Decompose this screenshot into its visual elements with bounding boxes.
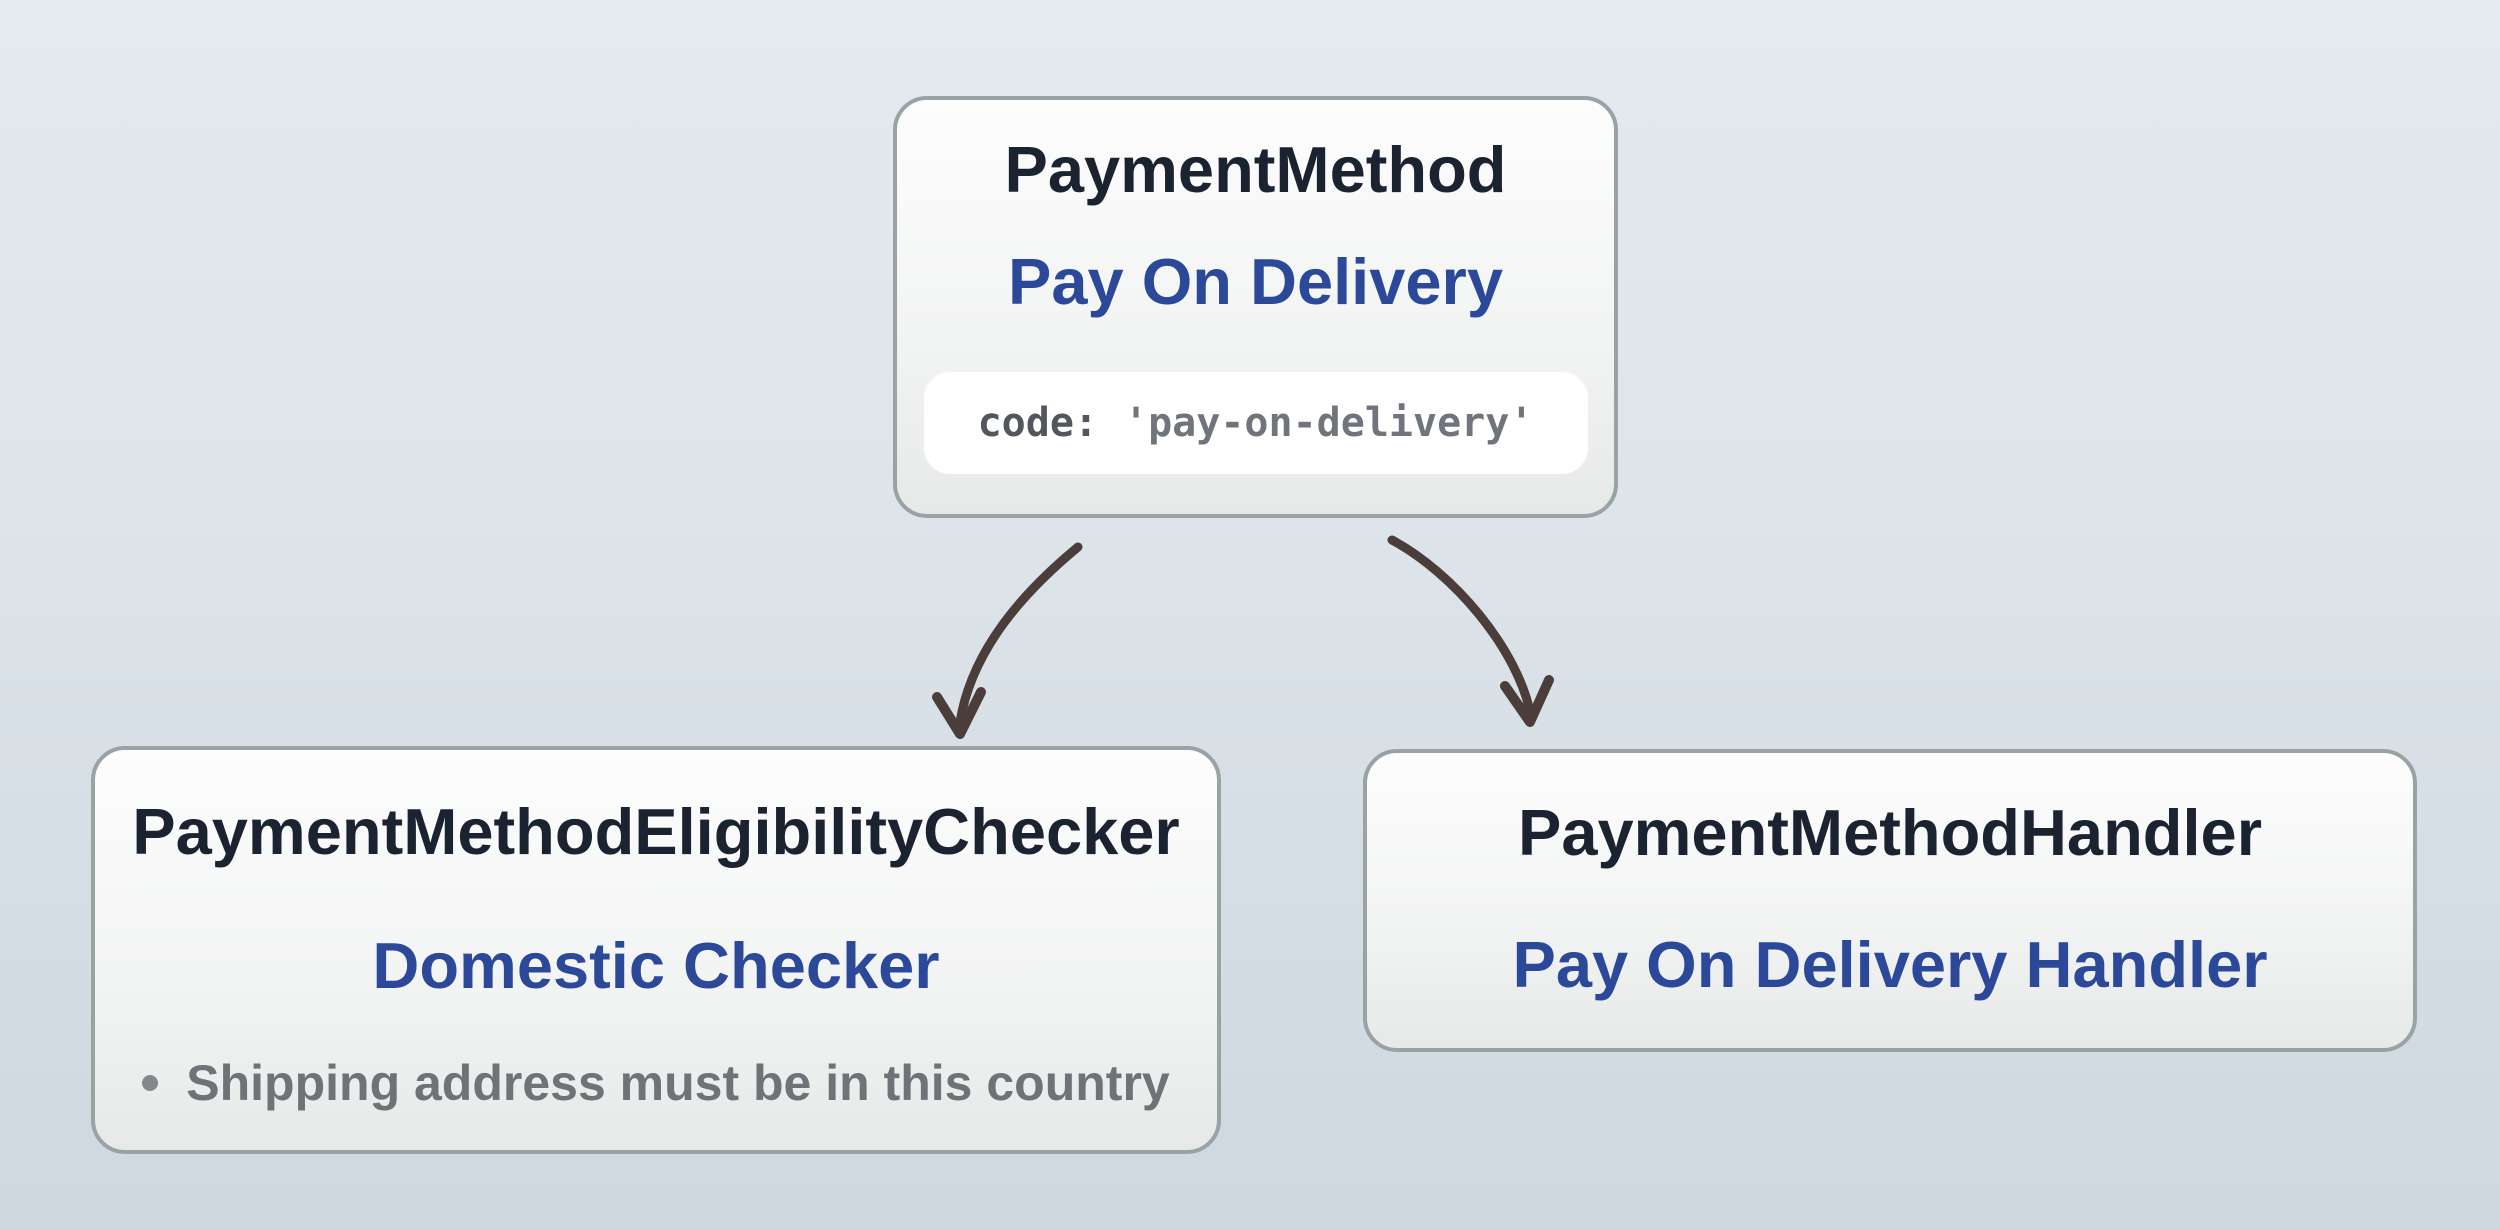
eligibility-rule-item: Shipping address must be in this country — [142, 1054, 1170, 1112]
payment-method-code-badge: code: 'pay-on-delivery' — [923, 372, 1588, 474]
node-payment-method-handler: PaymentMethodHandler Pay On Delivery Han… — [1363, 749, 2417, 1052]
eligibility-rule-text: Shipping address must be in this country — [186, 1055, 1170, 1111]
handler-class-name: PaymentMethodHandler — [1517, 796, 2262, 869]
eligibility-checker-instance-name: Domestic Checker — [372, 929, 940, 1002]
arrow-to-eligibility-checker — [932, 542, 1083, 739]
node-payment-method: PaymentMethod Pay On Delivery code: 'pay… — [893, 96, 1618, 518]
payment-method-instance-name: Pay On Delivery — [1008, 245, 1503, 318]
payment-method-class-name: PaymentMethod — [1004, 133, 1507, 206]
code-value: 'pay-on-delivery' — [1124, 400, 1534, 446]
arrow-to-handler — [1387, 535, 1554, 727]
code-key: code: — [977, 400, 1098, 446]
bullet-dot-icon — [142, 1075, 159, 1091]
eligibility-checker-class-name: PaymentMethodEligibilityChecker — [132, 795, 1180, 868]
arrow-shaft-icon — [1387, 535, 1536, 721]
handler-instance-name: Pay On Delivery Handler — [1512, 928, 2268, 1001]
node-eligibility-checker: PaymentMethodEligibilityChecker Domestic… — [91, 746, 1221, 1154]
arrow-head-icon — [1500, 675, 1554, 727]
arrow-head-icon — [932, 687, 986, 739]
arrow-shaft-icon — [955, 542, 1083, 727]
